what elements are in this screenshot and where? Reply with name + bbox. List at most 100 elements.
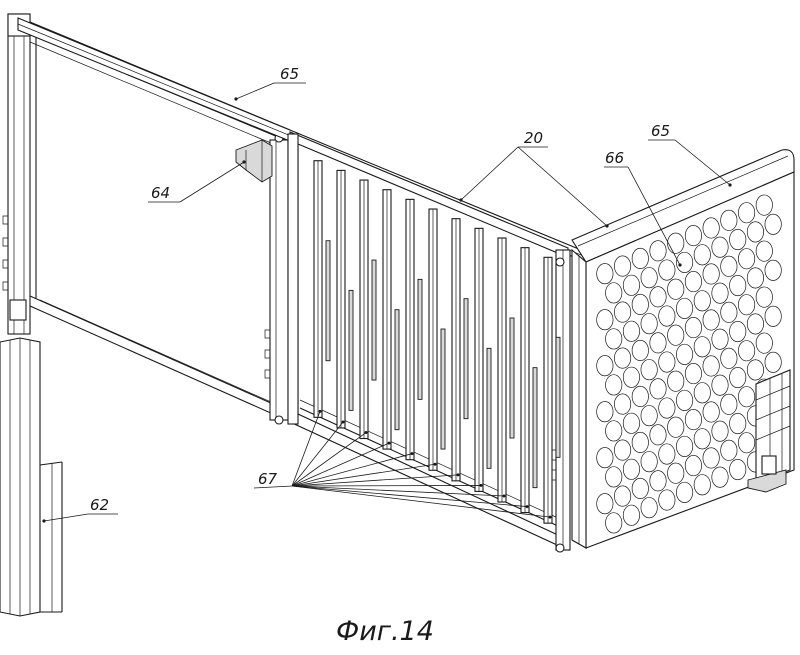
leader-baseline-67 bbox=[253, 485, 293, 489]
perforation-hole bbox=[729, 228, 747, 251]
figure-caption: Фиг.14 bbox=[336, 616, 434, 647]
perforation-hole bbox=[720, 209, 738, 231]
perforation-hole bbox=[631, 247, 649, 270]
perforation-hole bbox=[684, 271, 702, 293]
blade-insert bbox=[532, 367, 538, 489]
blade-insert bbox=[325, 240, 331, 362]
perforation-hole bbox=[658, 397, 676, 419]
leader-line-67 bbox=[291, 485, 528, 507]
perforation-hole bbox=[596, 401, 614, 423]
perforation-hole bbox=[658, 443, 676, 465]
perforation-hole bbox=[764, 213, 782, 235]
perforation-hole bbox=[596, 447, 614, 469]
perforation-hole bbox=[738, 432, 756, 454]
perforation-hole bbox=[711, 420, 729, 442]
blade-insert bbox=[371, 259, 377, 381]
perforation-hole bbox=[631, 431, 649, 454]
perforation-hole bbox=[676, 343, 694, 365]
perforation-holes bbox=[596, 194, 782, 534]
perforation-hole bbox=[614, 255, 632, 277]
perforation-hole bbox=[684, 225, 702, 247]
blade-insert bbox=[463, 298, 469, 420]
perforation-hole bbox=[729, 366, 747, 389]
perforation-hole bbox=[702, 217, 720, 239]
perforation-hole bbox=[605, 466, 623, 488]
ref-label-20: 20 bbox=[524, 129, 543, 147]
perforation-hole bbox=[684, 409, 702, 431]
perforation-hole bbox=[596, 309, 614, 331]
ref-label-65-top: 65 bbox=[280, 65, 299, 83]
perforation-hole bbox=[667, 324, 685, 346]
perforation-hole bbox=[711, 466, 729, 488]
blade-insert bbox=[348, 289, 354, 411]
ref-label-67: 67 bbox=[258, 470, 278, 488]
perforation-hole bbox=[729, 458, 747, 481]
perforation-hole bbox=[596, 355, 614, 377]
perforation-hole bbox=[729, 320, 747, 343]
perforation-hole bbox=[658, 305, 676, 327]
blade-insert bbox=[555, 336, 561, 458]
perforation-hole bbox=[658, 259, 676, 281]
perforation-hole bbox=[720, 393, 738, 415]
leader-line-67 bbox=[291, 442, 390, 487]
perforation-hole bbox=[755, 240, 773, 262]
left-frame bbox=[29, 21, 291, 425]
perforation-hole bbox=[640, 451, 658, 473]
leader-line-67 bbox=[291, 474, 459, 487]
ref-label-62: 62 bbox=[90, 496, 109, 514]
right-foot-bracket bbox=[747, 369, 791, 493]
perforation-hole bbox=[746, 359, 764, 381]
perforation-hole bbox=[622, 412, 640, 434]
perforation-hole bbox=[658, 489, 676, 511]
blade-insert bbox=[417, 278, 423, 400]
perforation-hole bbox=[614, 439, 632, 461]
perforation-hole bbox=[676, 435, 694, 457]
perforation-hole bbox=[738, 248, 756, 270]
perforation-hole bbox=[684, 317, 702, 339]
perforation-hole bbox=[738, 202, 756, 224]
perforation-hole bbox=[684, 363, 702, 385]
perforation-hole bbox=[596, 263, 614, 285]
perforated-panel-66 bbox=[571, 149, 795, 549]
blades-67 bbox=[313, 160, 561, 524]
perforation-hole bbox=[649, 470, 667, 492]
blade-insert bbox=[509, 317, 515, 439]
leader-67-fan bbox=[253, 411, 551, 518]
perforation-hole bbox=[720, 301, 738, 323]
perforation-hole bbox=[676, 251, 694, 273]
perforation-hole bbox=[720, 347, 738, 369]
perforation-hole bbox=[649, 378, 667, 400]
perforation-hole bbox=[667, 370, 685, 392]
perforation-hole bbox=[720, 439, 738, 461]
perforation-hole bbox=[729, 412, 747, 435]
perforation-hole bbox=[614, 301, 632, 323]
perforation-hole bbox=[640, 359, 658, 381]
perforation-hole bbox=[711, 374, 729, 396]
perforation-hole bbox=[649, 424, 667, 446]
perforation-hole bbox=[693, 290, 711, 312]
leader-65-right bbox=[648, 139, 732, 187]
perforation-hole bbox=[676, 481, 694, 503]
perforation-hole bbox=[729, 274, 747, 297]
perforation-hole bbox=[738, 340, 756, 362]
perforation-hole bbox=[658, 351, 676, 373]
perforation-hole bbox=[622, 320, 640, 342]
perforation-hole bbox=[711, 328, 729, 350]
blade-insert bbox=[394, 309, 400, 431]
perforation-hole bbox=[764, 305, 782, 327]
leader-64 bbox=[148, 160, 246, 203]
perforation-hole bbox=[631, 339, 649, 362]
leader-line-67 bbox=[291, 485, 505, 497]
perforation-hole bbox=[631, 477, 649, 500]
perforation-hole bbox=[605, 512, 623, 534]
perforation-hole bbox=[711, 236, 729, 258]
leader-line-67 bbox=[291, 485, 482, 487]
perforation-hole bbox=[702, 309, 720, 331]
perforation-hole bbox=[693, 474, 711, 496]
leader-line-67 bbox=[291, 485, 551, 518]
perforation-hole bbox=[649, 240, 667, 262]
perforation-hole bbox=[711, 282, 729, 304]
perforation-hole bbox=[640, 405, 658, 427]
perforation-hole bbox=[720, 255, 738, 277]
